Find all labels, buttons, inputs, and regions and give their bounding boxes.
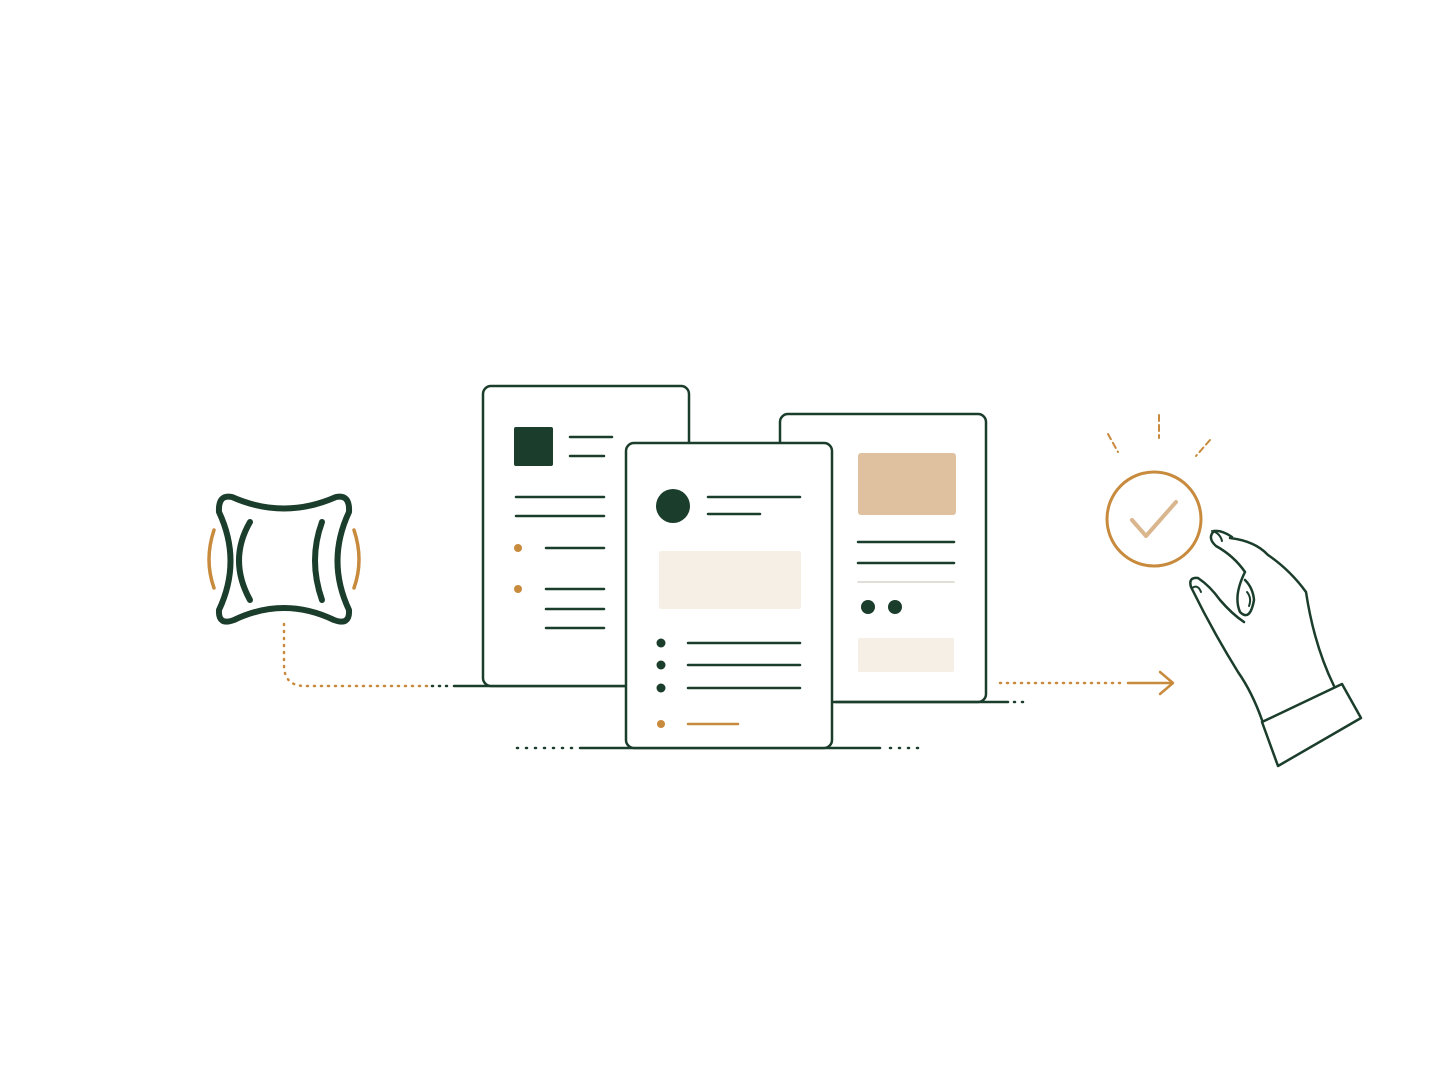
hand-outline xyxy=(1189,529,1336,722)
dot xyxy=(861,600,875,614)
sparkle xyxy=(1195,439,1211,457)
sparkle xyxy=(1107,433,1119,453)
bullet-green xyxy=(656,638,666,648)
bullet-orange xyxy=(514,585,522,593)
dot xyxy=(888,600,902,614)
avatar-circle xyxy=(656,489,690,523)
arrow-right xyxy=(998,670,1175,696)
bullet-green xyxy=(656,683,666,693)
bullet-green xyxy=(656,660,666,670)
finger-fold xyxy=(1246,591,1252,607)
bullet-orange xyxy=(514,544,522,552)
soft-block xyxy=(659,551,801,609)
connector-left-dotted xyxy=(282,622,432,688)
logo-icon xyxy=(207,493,361,625)
image-placeholder xyxy=(858,453,956,515)
logo-outline xyxy=(215,493,353,625)
soft-block xyxy=(858,638,954,672)
sleeve-cuff xyxy=(1260,682,1363,768)
bullet-orange xyxy=(657,720,665,728)
checkmark xyxy=(1130,500,1178,538)
pointing-hand xyxy=(1189,529,1363,768)
logo-inner-left xyxy=(236,519,253,603)
thumbnail-square xyxy=(514,427,553,466)
check-circle-icon xyxy=(1105,414,1211,568)
logo-inner-right xyxy=(312,519,325,603)
index-nail xyxy=(1191,585,1202,593)
logo-accent-right xyxy=(352,528,361,590)
thumb-nail xyxy=(1211,530,1223,542)
logo-accent-left xyxy=(207,528,216,590)
document-card-center xyxy=(624,441,834,750)
